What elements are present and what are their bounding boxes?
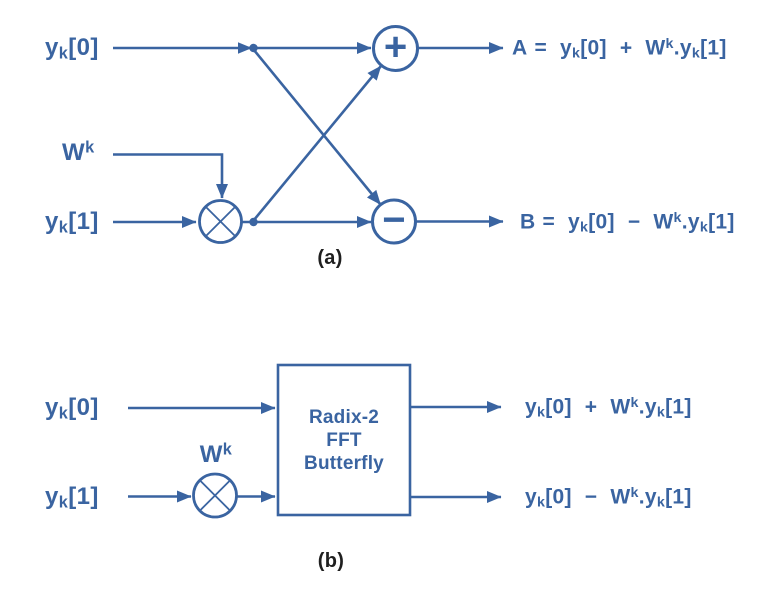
butterfly-box bbox=[276, 363, 412, 517]
diagram-a-wires: + − bbox=[113, 25, 504, 245]
eq-a-lhs: A= bbox=[512, 36, 548, 60]
label-a-twiddle: Wk bbox=[62, 138, 95, 166]
mid-arrow-icon bbox=[238, 42, 252, 54]
eq-b-lhs: B= bbox=[520, 210, 556, 234]
box-line-3: Butterfly bbox=[304, 452, 384, 474]
wire-a-diag-up bbox=[252, 65, 383, 222]
minus-icon: − bbox=[382, 198, 405, 242]
eq-a-term1: yk[0] bbox=[560, 36, 607, 62]
eq-top-operator: + bbox=[584, 395, 598, 419]
caption-a: (a) bbox=[317, 247, 343, 269]
label-a-input0: yk[0] bbox=[45, 34, 99, 63]
equation-b-bottom: yk[0] − Wk.yk[1] bbox=[525, 485, 692, 511]
eq-b-term2: Wk.yk[1] bbox=[653, 210, 735, 236]
multiplier-cross-icon bbox=[205, 206, 236, 237]
eq-bottom-term2: Wk.yk[1] bbox=[610, 485, 692, 511]
eq-top-term2: Wk.yk[1] bbox=[610, 395, 692, 421]
equation-b-top: yk[0] + Wk.yk[1] bbox=[525, 395, 692, 421]
equation-output-b: B= yk[0] − Wk.yk[1] bbox=[520, 210, 735, 236]
caption-b: (b) bbox=[317, 550, 345, 572]
butterfly-box-label: Radix-2 FFT Butterfly bbox=[278, 365, 410, 515]
wire-a-twiddle bbox=[113, 153, 228, 199]
label-b-input1: yk[1] bbox=[45, 483, 99, 512]
diagram-b-wires bbox=[128, 363, 502, 519]
equation-output-a: A= yk[0] + Wk.yk[1] bbox=[512, 36, 727, 62]
label-a-input1: yk[1] bbox=[45, 208, 99, 237]
eq-b-term1: yk[0] bbox=[568, 210, 615, 236]
box-line-1: Radix-2 bbox=[308, 406, 380, 428]
box-line-2: FFT bbox=[326, 429, 362, 451]
plus-icon: + bbox=[384, 25, 407, 69]
eq-bottom-term1: yk[0] bbox=[525, 485, 572, 511]
multiplier-circle-a bbox=[198, 199, 243, 244]
label-b-twiddle: Wk bbox=[199, 440, 233, 468]
eq-a-operator: + bbox=[619, 36, 633, 60]
eq-b-operator: − bbox=[627, 210, 641, 234]
wire-a-diag-down bbox=[252, 48, 382, 206]
label-b-input0: yk[0] bbox=[45, 394, 99, 423]
eq-top-term1: yk[0] bbox=[525, 395, 572, 421]
multiplier-cross-icon bbox=[199, 479, 231, 512]
eq-a-term2: Wk.yk[1] bbox=[645, 36, 727, 62]
eq-bottom-operator: − bbox=[584, 485, 598, 509]
